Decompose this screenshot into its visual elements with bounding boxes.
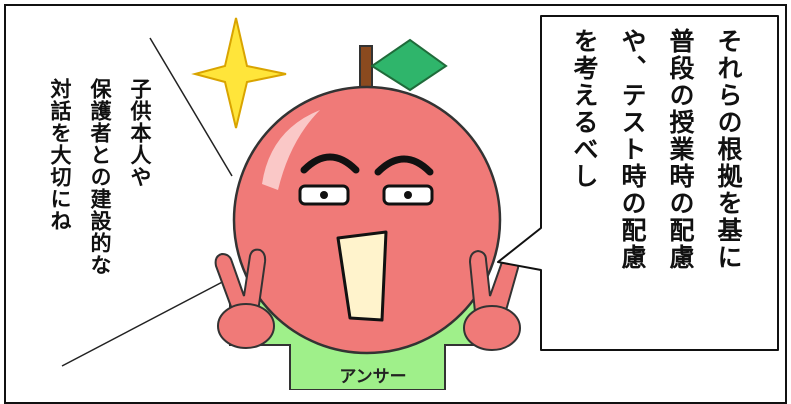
- left-pupil: [320, 191, 328, 199]
- mouth: [336, 230, 388, 322]
- apple-highlight: [262, 110, 320, 190]
- leaf-icon: [370, 38, 448, 92]
- speech-text: それらの根拠を基に 普段の授業時の配慮 や、テスト時の配慮 を考えるべし: [560, 28, 752, 358]
- speech-line-2: 普段の授業時の配慮: [666, 28, 695, 271]
- narration-text: 子供本人や 保護者との建設的な 対話を大切にね: [40, 78, 160, 378]
- sparkle-icon: [191, 17, 287, 129]
- apple-head: [232, 85, 502, 355]
- narration-divider-bottom: [61, 277, 231, 367]
- speech-line-1: それらの根拠を基に: [714, 28, 743, 271]
- right-pupil: [404, 191, 412, 199]
- comic-illustration: [61, 15, 779, 390]
- narration-line-1: 子供本人や: [128, 78, 152, 188]
- narration-line-3: 対話を大切にね: [48, 78, 72, 232]
- right-eyebrow: [374, 155, 434, 176]
- left-hand-peace-sign: [214, 248, 275, 349]
- right-hand-peace-sign: [463, 249, 521, 351]
- left-eyebrow: [300, 153, 360, 174]
- speech-line-3: や、テスト時の配慮: [618, 28, 647, 271]
- speech-bubble: [497, 15, 779, 351]
- narration-line-2: 保護者との建設的な: [88, 78, 112, 276]
- shirt-label: アンサー: [339, 367, 407, 387]
- speech-line-4: を考えるべし: [570, 28, 599, 190]
- narration-divider-top: [149, 37, 233, 177]
